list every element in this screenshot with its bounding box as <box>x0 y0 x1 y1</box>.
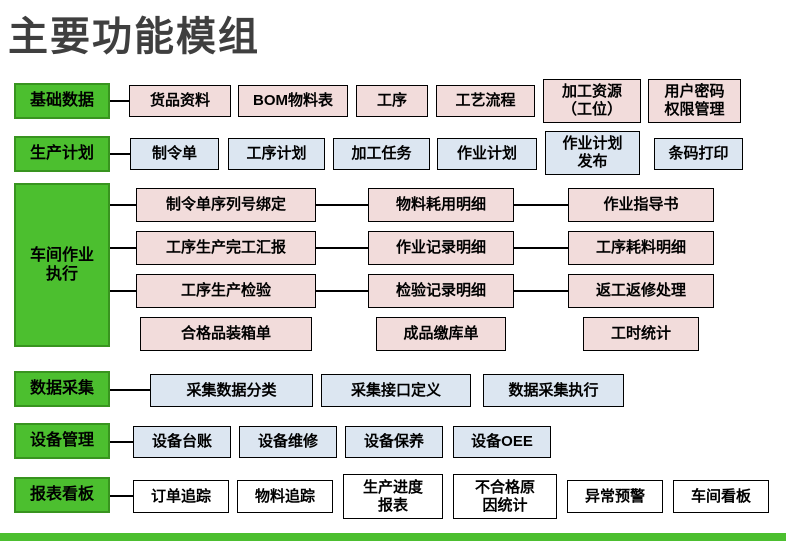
module-box: 工艺流程 <box>436 85 535 117</box>
module-box: 订单追踪 <box>133 480 229 513</box>
module-box: 条码打印 <box>654 138 743 170</box>
module-box: 作业计划 <box>437 138 537 170</box>
module-box: 采集接口定义 <box>321 374 471 407</box>
module-box: 设备维修 <box>239 426 337 458</box>
module-box: 采集数据分类 <box>150 374 313 407</box>
module-box: 工序生产完工汇报 <box>136 231 316 265</box>
category-production-plan: 生产计划 <box>14 136 110 172</box>
module-box: 制令单 <box>130 138 219 170</box>
module-box: 制令单序列号绑定 <box>136 188 316 222</box>
connector-line <box>110 389 150 391</box>
connector-line <box>110 290 136 292</box>
module-box: 货品资料 <box>129 85 231 117</box>
connector-line <box>316 290 368 292</box>
connector-line <box>514 290 568 292</box>
module-box: 工序生产检验 <box>136 274 316 308</box>
module-box: 加工任务 <box>333 138 430 170</box>
module-box: 生产进度 报表 <box>343 474 443 519</box>
category-equipment-management: 设备管理 <box>14 423 110 459</box>
connector-line <box>110 100 129 102</box>
module-box: 不合格原 因统计 <box>453 474 557 519</box>
module-box: 检验记录明细 <box>368 274 514 308</box>
module-box: 数据采集执行 <box>483 374 624 407</box>
module-box: 工序 <box>356 85 428 117</box>
module-box: 加工资源 （工位） <box>543 79 641 123</box>
module-box: 作业计划 发布 <box>545 131 640 175</box>
connector-line <box>110 204 136 206</box>
module-box: 作业记录明细 <box>368 231 514 265</box>
connector-line <box>514 204 568 206</box>
module-box: 工序计划 <box>228 138 325 170</box>
module-box: 返工返修处理 <box>568 274 714 308</box>
page-title: 主要功能模组 <box>8 15 260 59</box>
module-box: 成品缴库单 <box>376 317 506 351</box>
module-box: 作业指导书 <box>568 188 714 222</box>
module-box: 异常预警 <box>567 480 663 513</box>
module-box: 工序耗料明细 <box>568 231 714 265</box>
connector-line <box>316 204 368 206</box>
connector-line <box>110 495 133 497</box>
connector-line <box>110 153 130 155</box>
module-box: 设备保养 <box>345 426 443 458</box>
module-box: 设备OEE <box>453 426 551 458</box>
module-box: BOM物料表 <box>238 85 348 117</box>
module-box: 合格品装箱单 <box>140 317 312 351</box>
category-basic-data: 基础数据 <box>14 83 110 119</box>
module-box: 设备台账 <box>133 426 231 458</box>
module-box: 用户密码 权限管理 <box>648 79 741 123</box>
module-box: 物料追踪 <box>237 480 333 513</box>
module-box: 工时统计 <box>583 317 699 351</box>
connector-line <box>110 441 133 443</box>
module-box: 车间看板 <box>673 480 769 513</box>
category-report-dashboard: 报表看板 <box>14 477 110 513</box>
footer-accent-bar <box>0 533 786 541</box>
connector-line <box>316 247 368 249</box>
module-box: 物料耗用明细 <box>368 188 514 222</box>
category-data-collection: 数据采集 <box>14 371 110 407</box>
category-workshop-execution: 车间作业 执行 <box>14 183 110 347</box>
connector-line <box>110 247 136 249</box>
connector-line <box>514 247 568 249</box>
